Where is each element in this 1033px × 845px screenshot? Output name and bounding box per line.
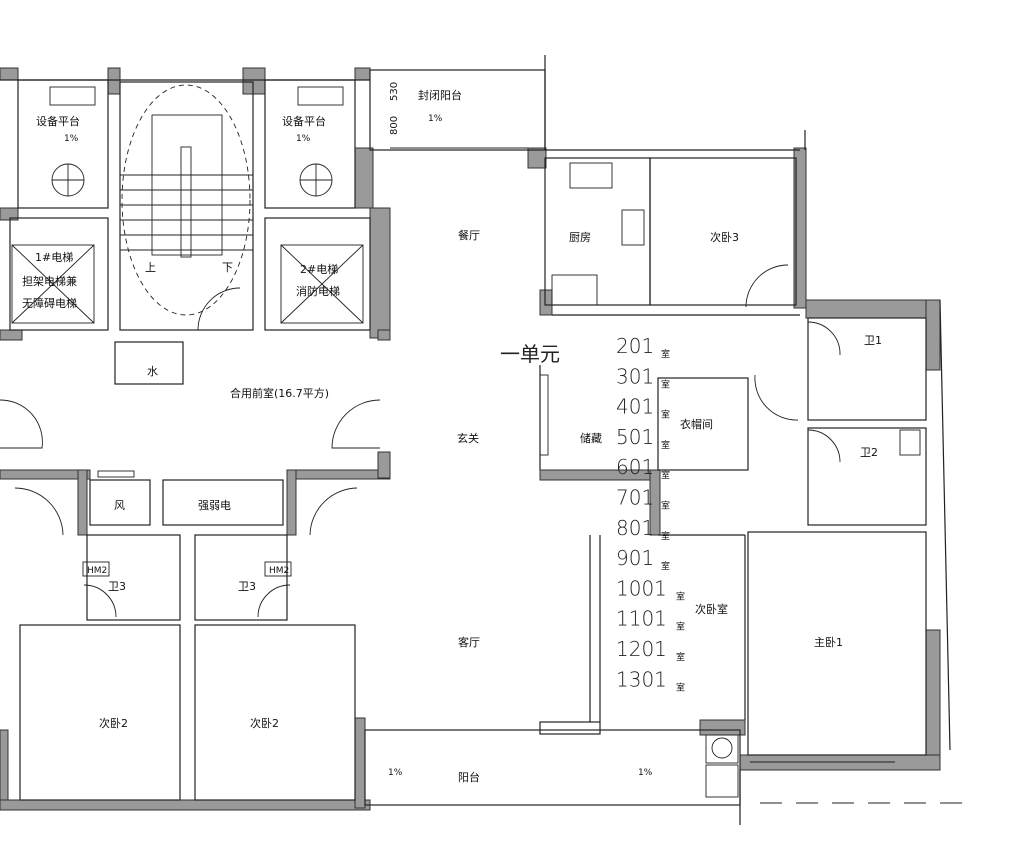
fixtures xyxy=(0,84,970,804)
room-suffix: 室 xyxy=(661,530,670,542)
label-slope-left: 1% xyxy=(64,134,79,144)
label-slope-right: 1% xyxy=(296,134,311,144)
walls xyxy=(0,67,941,811)
label-living-room: 客厅 xyxy=(458,635,480,649)
label-bedroom2-left: 次卧2 xyxy=(99,716,128,730)
label-master-bedroom: 主卧1 xyxy=(814,636,843,649)
room-suffix: 室 xyxy=(661,348,670,360)
floor-number: 1201 xyxy=(616,637,667,661)
room-suffix: 室 xyxy=(676,621,685,633)
floor-number: 601 xyxy=(616,455,654,479)
room-suffix: 室 xyxy=(661,378,670,390)
floor-number: 301 xyxy=(616,364,654,388)
label-closet: 衣帽间 xyxy=(680,417,713,431)
floor-number: 701 xyxy=(616,486,654,510)
room-suffix: 室 xyxy=(676,590,685,602)
label-dining: 餐厅 xyxy=(458,228,480,242)
label-bath3-right: 卫3 xyxy=(238,580,256,593)
label-foyer: 玄关 xyxy=(457,431,479,445)
floor-number-list: 201 室 301 室 401 室 501 室 601 室 701 室 801 室 901 室 1001 室 110… xyxy=(616,334,685,693)
room-suffix: 室 xyxy=(676,681,685,693)
floor-number: 901 xyxy=(616,546,654,570)
dimension-800: 800 xyxy=(389,116,400,135)
floor-number: 1101 xyxy=(616,607,667,631)
label-hm2-right: HM2 xyxy=(269,566,289,576)
label-elevator1-stretcher: 担架电梯兼 xyxy=(22,274,77,288)
label-equipment-platform-right: 设备平台 xyxy=(282,114,326,128)
room-suffix: 室 xyxy=(661,500,670,512)
floor-number: 201 xyxy=(616,334,654,358)
label-stair-up: 上 xyxy=(145,261,156,274)
dimension-530: 530 xyxy=(389,82,400,101)
label-stair-down: 下 xyxy=(222,261,233,274)
label-closed-balcony: 封闭阳台 xyxy=(418,88,462,102)
label-electrical-shaft: 强弱电 xyxy=(198,499,231,512)
label-air-shaft: 风 xyxy=(114,499,125,512)
floor-number: 1001 xyxy=(616,576,667,600)
label-secondary-bedroom: 次卧室 xyxy=(695,602,728,616)
label-equipment-platform-left: 设备平台 xyxy=(36,114,80,128)
room-suffix: 室 xyxy=(661,560,670,572)
floor-number: 401 xyxy=(616,395,654,419)
label-bedroom3: 次卧3 xyxy=(710,230,739,244)
label-elevator1-accessible: 无障碍电梯 xyxy=(22,296,77,310)
room-labels: 设备平台 设备平台 1% 1% 1#电梯 担架电梯兼 无障碍电梯 2#电梯 消防… xyxy=(22,82,882,784)
label-unit: 一单元 xyxy=(500,342,560,366)
label-balcony: 阳台 xyxy=(458,770,480,784)
room-suffix: 室 xyxy=(676,651,685,663)
label-closed-balcony-slope: 1% xyxy=(428,114,443,124)
label-bath2: 卫2 xyxy=(860,446,878,459)
label-elevator2-fire: 消防电梯 xyxy=(296,284,340,298)
label-elevator1: 1#电梯 xyxy=(35,251,73,264)
label-bedroom2-right: 次卧2 xyxy=(250,716,279,730)
floor-number: 1301 xyxy=(616,667,667,691)
label-water-shaft: 水 xyxy=(147,365,158,378)
label-kitchen: 厨房 xyxy=(569,231,591,244)
unit-annotation: 一单元 201 室 301 室 401 室 501 室 601 室 701 室 801 室 901 室 1001… xyxy=(500,334,685,693)
room-suffix: 室 xyxy=(661,469,670,481)
label-bath1: 卫1 xyxy=(864,334,882,347)
label-bath3-left: 卫3 xyxy=(108,580,126,593)
label-hm2-left: HM2 xyxy=(87,566,107,576)
label-shared-lobby: 合用前室(16.7平方) xyxy=(230,386,329,400)
floor-number: 501 xyxy=(616,425,654,449)
label-balcony-slope-left: 1% xyxy=(388,768,403,778)
room-suffix: 室 xyxy=(661,439,670,451)
floor-number: 801 xyxy=(616,516,654,540)
room-suffix: 室 xyxy=(661,409,670,421)
label-balcony-slope-right: 1% xyxy=(638,768,653,778)
label-storage: 储藏 xyxy=(580,431,602,445)
label-elevator2: 2#电梯 xyxy=(300,263,338,276)
